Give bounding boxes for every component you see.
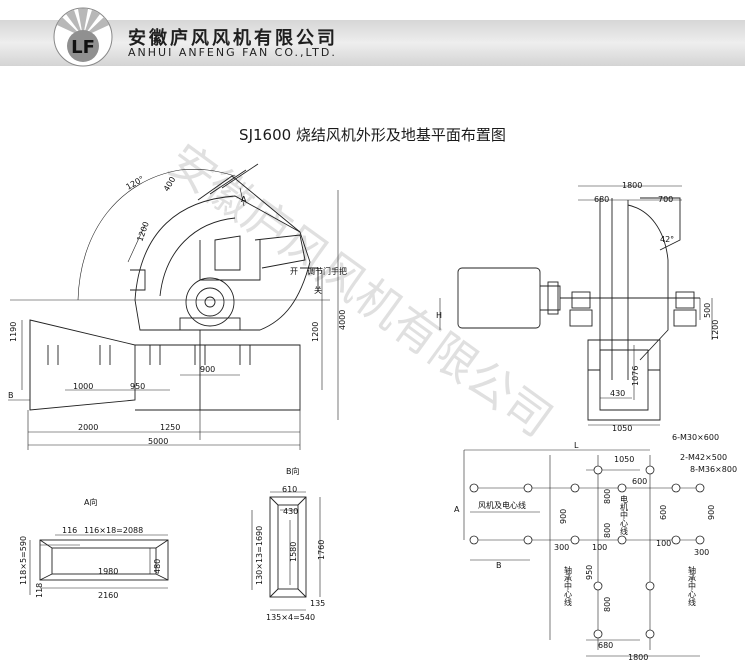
label-dim-1200c: 1200 bbox=[711, 320, 720, 340]
label-mark-l: L bbox=[574, 441, 579, 450]
label-dim-5000: 5000 bbox=[148, 437, 168, 446]
label-bolt-m42: 2-M42×500 bbox=[680, 453, 727, 462]
label-bolt-m30: 6-M30×600 bbox=[672, 433, 719, 442]
label-dim-300b: 300 bbox=[694, 548, 709, 557]
label-dim-800b: 800 bbox=[603, 523, 612, 538]
label-dim-480: 480 bbox=[153, 559, 162, 574]
label-angle-120: 120° bbox=[125, 174, 146, 191]
label-bearing-center-2: 轴承中心线 bbox=[688, 565, 697, 606]
label-dim-1980: 1980 bbox=[98, 567, 118, 576]
label-a-view: A向 bbox=[84, 497, 97, 507]
label-dim-800a: 800 bbox=[603, 489, 612, 504]
label-fan-center: 风机及电心线 bbox=[478, 500, 526, 510]
label-mark-h: H bbox=[436, 311, 442, 320]
label-dim-1076: 1076 bbox=[631, 366, 640, 386]
watermark: 安徽庐风风机有限公司 bbox=[159, 133, 563, 447]
label-dim-1050b: 1050 bbox=[614, 455, 634, 464]
label-motor-center: 电机中心线 bbox=[620, 494, 629, 535]
label-mark-b2: B bbox=[496, 561, 502, 570]
company-name-cn: 安徽庐风风机有限公司 bbox=[128, 28, 338, 49]
label-dim-135: 135 bbox=[310, 599, 325, 608]
a-view-drawing bbox=[39, 539, 169, 581]
label-dim-430: 430 bbox=[610, 389, 625, 398]
label-dim-600a: 600 bbox=[632, 477, 647, 486]
b-view-drawing bbox=[269, 496, 307, 598]
fan-side-view bbox=[29, 163, 319, 411]
foundation-plan bbox=[463, 449, 700, 657]
label-bolt-m36: 8-M36×800 bbox=[690, 465, 737, 474]
label-dim-900c: 900 bbox=[707, 505, 716, 520]
label-dim-900: 900 bbox=[200, 365, 215, 374]
label-dim-130x13: 130×13=1690 bbox=[255, 526, 264, 585]
label-dim-1800: 1800 bbox=[622, 181, 642, 190]
label-dim-118: 118 bbox=[35, 583, 44, 598]
label-dim-4000: 4000 bbox=[338, 310, 347, 330]
label-dim-1760: 1760 bbox=[317, 540, 326, 560]
label-dim-100a: 100 bbox=[592, 543, 607, 552]
label-dim-2000: 2000 bbox=[78, 423, 98, 432]
side-view-dimensions bbox=[8, 168, 339, 450]
label-dim-1190: 1190 bbox=[9, 322, 18, 342]
label-handle: 调节门手把 bbox=[307, 266, 347, 276]
label-dim-116: 116 bbox=[62, 526, 77, 535]
label-dim-1250: 1250 bbox=[160, 423, 180, 432]
label-dim-1050: 1050 bbox=[612, 424, 632, 433]
label-mark-a2: A bbox=[454, 505, 460, 514]
label-dim-900b: 900 bbox=[559, 509, 568, 524]
label-b-view: B向 bbox=[286, 466, 300, 476]
label-close: 关 bbox=[314, 285, 322, 295]
label-dim-116x18: 116×18=2088 bbox=[84, 526, 143, 535]
label-dim-680b: 680 bbox=[598, 641, 613, 650]
label-dim-1200b: 1200 bbox=[311, 322, 320, 342]
page-title: SJ1600 烧结风机外形及地基平面布置图 bbox=[239, 126, 506, 144]
label-mark-a: A bbox=[241, 195, 247, 204]
label-dim-1000: 1000 bbox=[73, 382, 93, 391]
label-dim-500: 500 bbox=[703, 303, 712, 318]
company-name-en: ANHUI ANFENG FAN CO.,LTD. bbox=[128, 46, 337, 59]
label-dim-135x4: 135×4=540 bbox=[266, 613, 315, 622]
label-dim-1200a: 1200 bbox=[135, 220, 150, 242]
label-dim-950b: 950 bbox=[585, 565, 594, 580]
label-dim-610: 610 bbox=[282, 485, 297, 494]
company-logo: LF bbox=[53, 7, 113, 67]
fan-plan-view bbox=[457, 197, 700, 421]
label-dim-118x5: 118×5=590 bbox=[19, 536, 28, 585]
label-bearing-center: 轴承中心线 bbox=[564, 565, 573, 606]
label-dim-600b: 600 bbox=[659, 505, 668, 520]
foundation-bolts bbox=[469, 465, 705, 639]
label-dim-800c: 800 bbox=[603, 597, 612, 612]
label-dim-700: 700 bbox=[658, 195, 673, 204]
label-dim-430b: 430 bbox=[283, 507, 298, 516]
header-band bbox=[0, 20, 745, 66]
label-dim-1800b: 1800 bbox=[628, 653, 648, 662]
label-open: 开 bbox=[290, 267, 298, 276]
logo-text: LF bbox=[71, 37, 95, 58]
label-dim-2160: 2160 bbox=[98, 591, 118, 600]
label-angle-42: 42° bbox=[660, 235, 674, 244]
label-dim-680: 680 bbox=[594, 195, 609, 204]
label-mark-b: B bbox=[8, 391, 14, 400]
label-dim-100b: 100 bbox=[656, 539, 671, 548]
label-dim-1580: 1580 bbox=[289, 542, 298, 562]
label-dim-950: 950 bbox=[130, 382, 145, 391]
plan-view-dimensions bbox=[439, 185, 713, 426]
header-banner: LF 安徽庐风风机有限公司 ANHUI ANFENG FAN CO.,LTD. bbox=[0, 0, 745, 67]
label-dim-300a: 300 bbox=[554, 543, 569, 552]
